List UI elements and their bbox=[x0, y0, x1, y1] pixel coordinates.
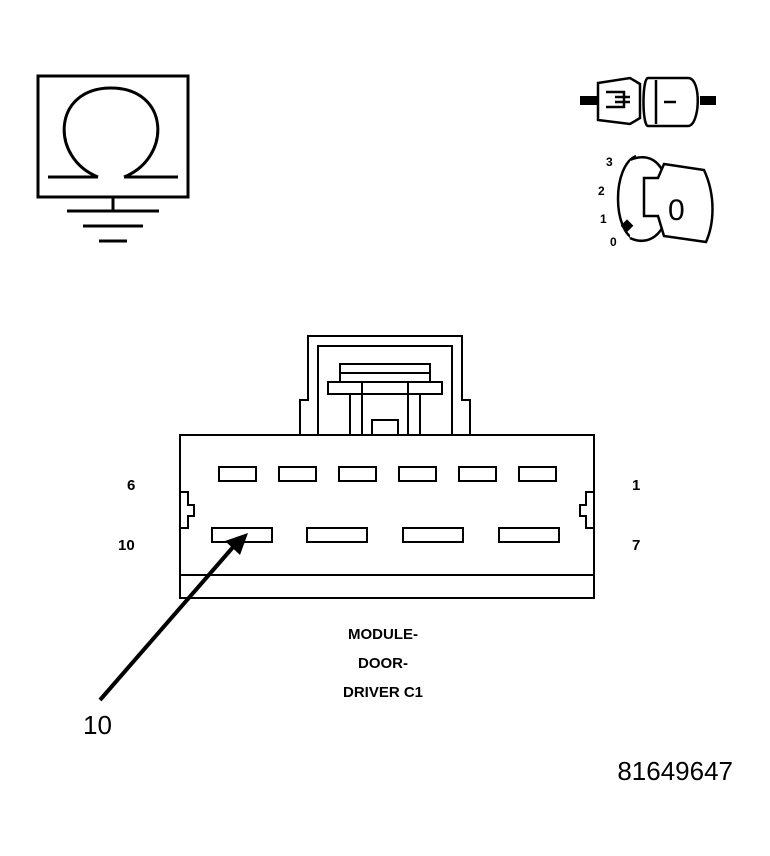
cavity-8 bbox=[402, 527, 464, 543]
pin-label-6: 6 bbox=[127, 477, 135, 494]
cavity-4 bbox=[338, 466, 377, 482]
cavity-6 bbox=[218, 466, 257, 482]
ignition-position-0: 0 bbox=[610, 235, 617, 249]
cavity-9 bbox=[306, 527, 368, 543]
cavity-row-top bbox=[218, 466, 557, 482]
figure-id: 81649647 bbox=[617, 756, 733, 786]
pin-label-7: 7 bbox=[632, 537, 640, 554]
ignition-position-2: 2 bbox=[598, 184, 605, 198]
ignition-key-label: 0 bbox=[668, 194, 685, 227]
connector-disconnect-icon bbox=[580, 76, 716, 128]
cavity-5 bbox=[278, 466, 317, 482]
callout-arrow bbox=[98, 533, 248, 702]
cavity-1 bbox=[518, 466, 557, 482]
cavity-7 bbox=[498, 527, 560, 543]
ignition-position-3: 3 bbox=[606, 155, 613, 169]
ohmmeter-ground-icon bbox=[36, 74, 190, 243]
connector-body bbox=[179, 335, 595, 599]
cavity-row-bottom bbox=[211, 527, 560, 543]
callout-label: 10 bbox=[83, 710, 112, 740]
connector-name-line2: DOOR- bbox=[358, 655, 408, 672]
pin-label-10: 10 bbox=[118, 537, 135, 554]
connector-name-line1: MODULE- bbox=[348, 626, 418, 643]
cavity-2 bbox=[458, 466, 497, 482]
pin-label-1: 1 bbox=[632, 477, 640, 494]
cavity-3 bbox=[398, 466, 437, 482]
ignition-off-icon: 3 2 1 0 0 bbox=[598, 154, 714, 249]
connector-name-line3: DRIVER C1 bbox=[343, 684, 423, 701]
ignition-position-1: 1 bbox=[600, 212, 607, 226]
